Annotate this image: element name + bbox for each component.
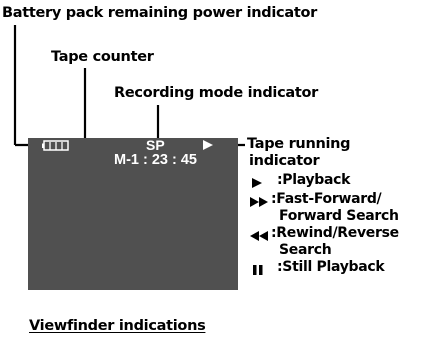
legend-item-playback: :Playback bbox=[277, 172, 351, 188]
tape-running-label-line2: indicator bbox=[249, 153, 320, 169]
legend-item-forward-search: Forward Search bbox=[279, 208, 399, 224]
pause-icon bbox=[253, 265, 263, 275]
recording-mode-indicator: SP bbox=[146, 137, 165, 153]
tape-running-label: Tape running bbox=[247, 136, 351, 152]
tape-counter-display: M-1 : 23 : 45 bbox=[114, 152, 197, 168]
play-icon bbox=[252, 178, 262, 188]
recording-mode-label: Recording mode indicator bbox=[114, 85, 319, 101]
battery-label: Battery pack remaining power indicator bbox=[2, 5, 317, 21]
legend-item-rewind: :Rewind/Reverse bbox=[271, 225, 399, 241]
tape-running-icon bbox=[203, 140, 213, 150]
fast-forward-icon bbox=[250, 197, 268, 207]
diagram-caption: Viewfinder indications bbox=[29, 318, 206, 334]
legend-item-still-playback: :Still Playback bbox=[277, 259, 385, 275]
tape-counter-label: Tape counter bbox=[51, 49, 154, 65]
viewfinder-screen: SP M-1 : 23 : 45 bbox=[28, 137, 238, 290]
rewind-icon bbox=[250, 231, 268, 241]
legend-item-fast-forward: :Fast-Forward/ bbox=[271, 191, 382, 207]
legend-item-reverse-search: Search bbox=[279, 242, 332, 258]
battery-icon bbox=[42, 140, 69, 151]
